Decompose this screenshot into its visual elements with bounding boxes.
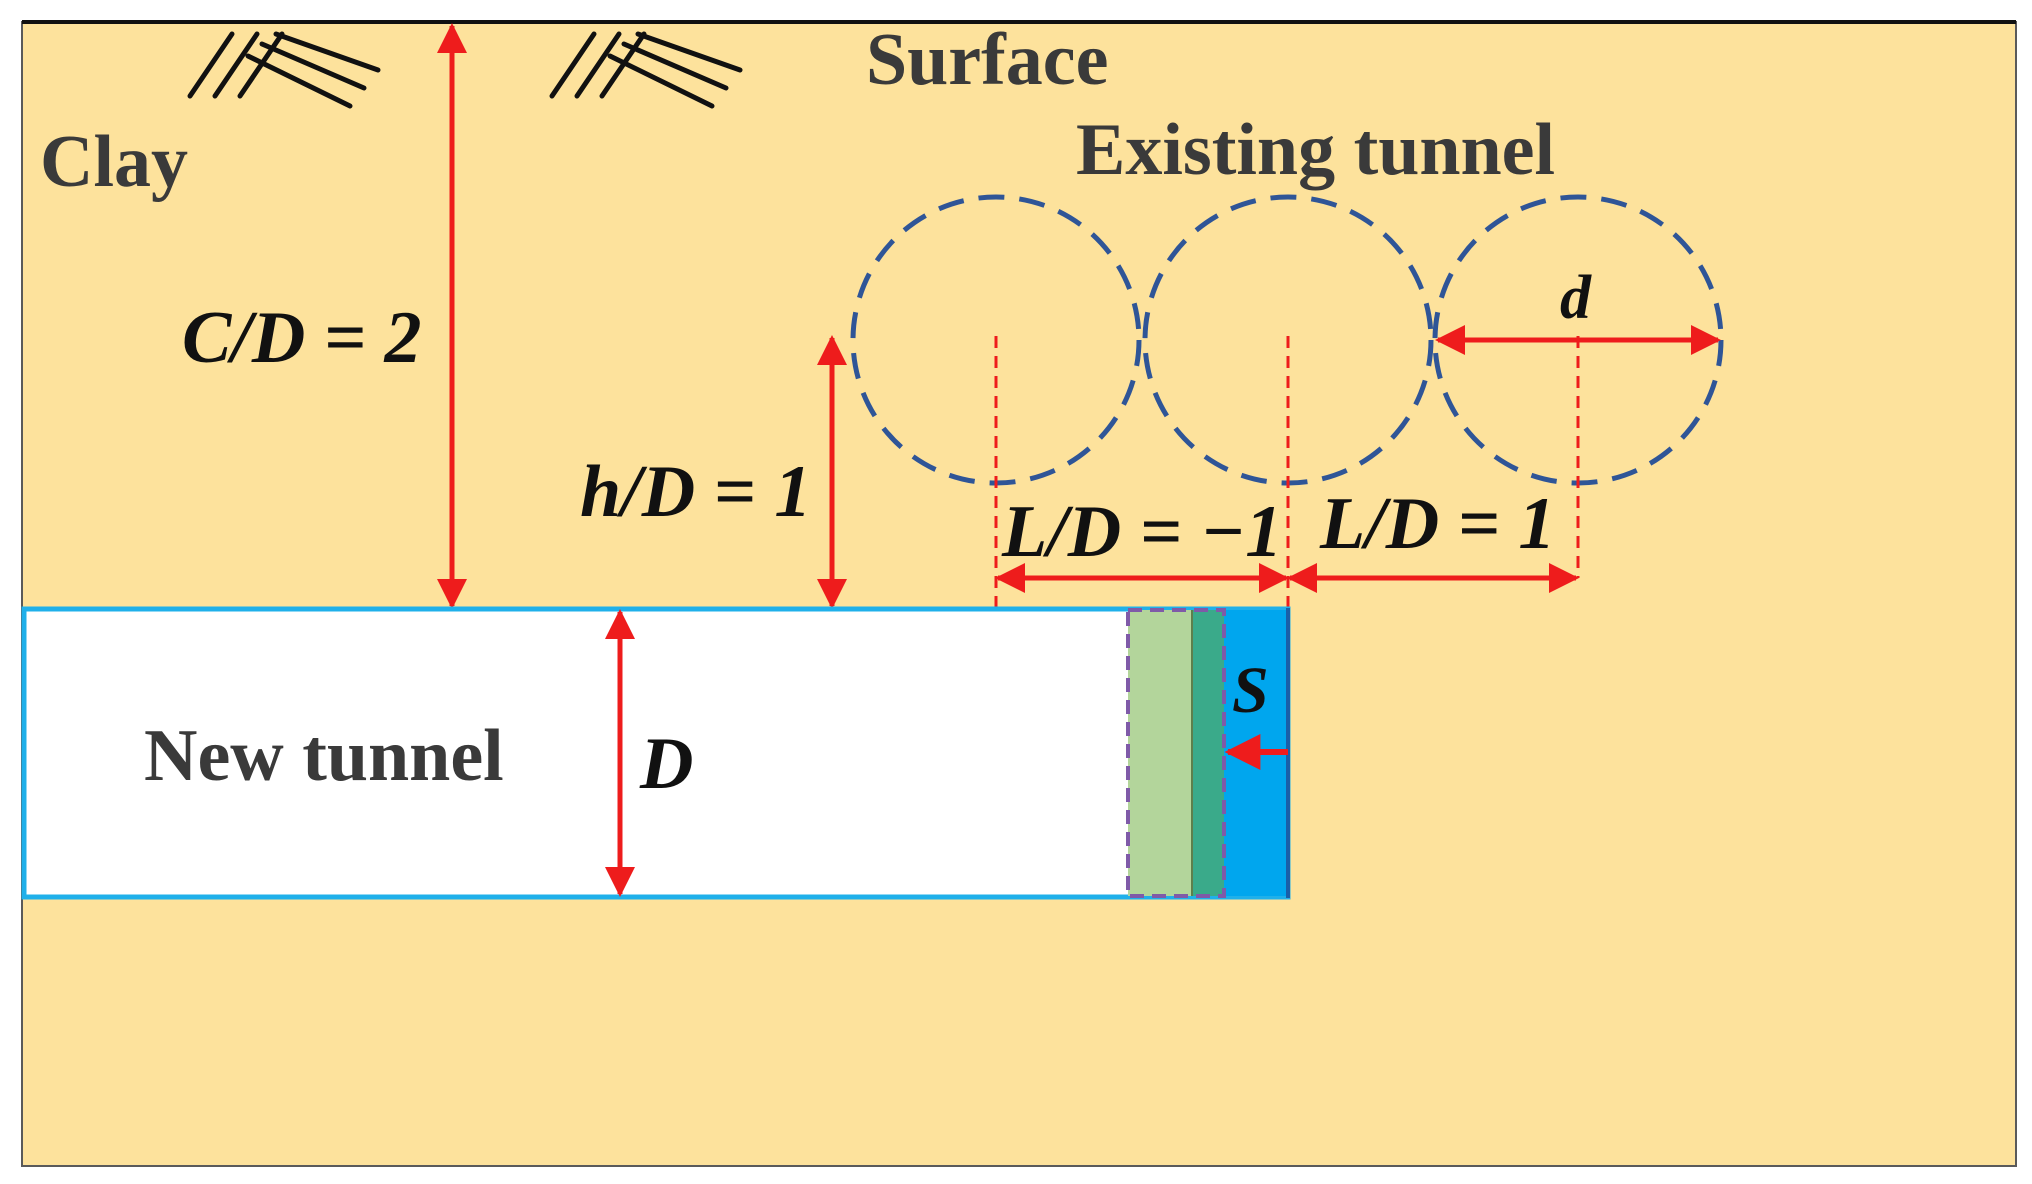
offset-negative-label: L/D = −1 <box>1001 491 1282 573</box>
face-zone-light <box>1128 610 1192 896</box>
ground-hatch-icon <box>549 31 743 109</box>
new-tunnel-body <box>21 606 1291 900</box>
existing-diameter-label: d <box>1560 264 1592 332</box>
surface-label: Surface <box>866 19 1109 101</box>
new-diameter-label: D <box>639 723 693 805</box>
existing-tunnel-label: Existing tunnel <box>1076 109 1555 191</box>
new-tunnel-label: New tunnel <box>144 715 504 797</box>
face-zone-dark <box>1192 610 1224 896</box>
clearance-ratio-label: h/D = 1 <box>580 451 811 533</box>
soil-background <box>21 21 2017 1167</box>
ground-hatch-icon <box>187 31 381 109</box>
clay-label: Clay <box>40 121 188 203</box>
cover-ratio-label: C/D = 2 <box>182 297 422 379</box>
tunnel-centerlines <box>994 336 1580 608</box>
offset-positive-label: L/D = 1 <box>1319 483 1555 565</box>
advance-label: S <box>1232 654 1269 727</box>
advance-zone-outline <box>1126 608 1226 898</box>
